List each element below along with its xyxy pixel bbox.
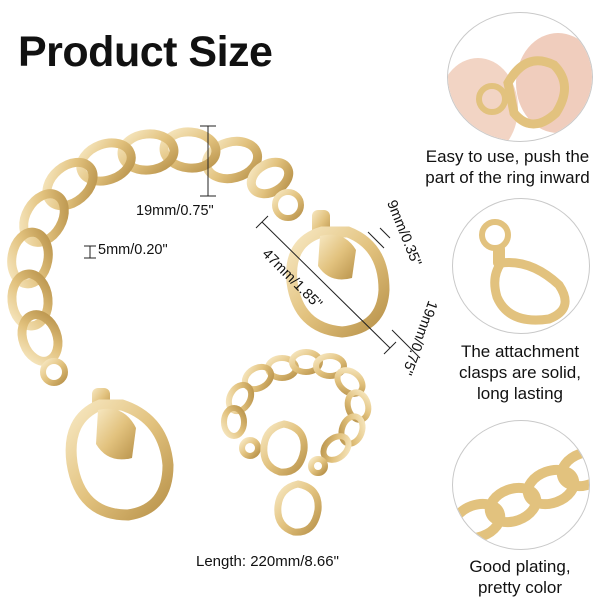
link-thickness-label: 5mm/0.20" (98, 242, 168, 258)
length-label: Length: 220mm/8.66" (196, 553, 339, 570)
feature-image-clasp-push (447, 12, 593, 142)
link-width-label: 19mm/0.75" (136, 203, 214, 219)
hand-clasp-icon (448, 33, 592, 141)
bracelet-preview (221, 349, 372, 476)
feature-image-clasp (452, 198, 590, 334)
feature-image-chain (452, 420, 590, 550)
feature-caption-3: Good plating, pretty color (469, 557, 571, 597)
feature-caption-2: The attachment clasps are solid, long la… (459, 342, 581, 403)
chain-closeup-icon (453, 446, 589, 544)
clasp-icon (479, 219, 570, 325)
upper-clasp (286, 210, 390, 338)
feature-caption-1: Easy to use, push the part of the ring i… (425, 147, 590, 187)
product-title: Product Size (18, 28, 273, 76)
dimension-lines (84, 125, 421, 359)
lower-clasp (65, 388, 174, 521)
